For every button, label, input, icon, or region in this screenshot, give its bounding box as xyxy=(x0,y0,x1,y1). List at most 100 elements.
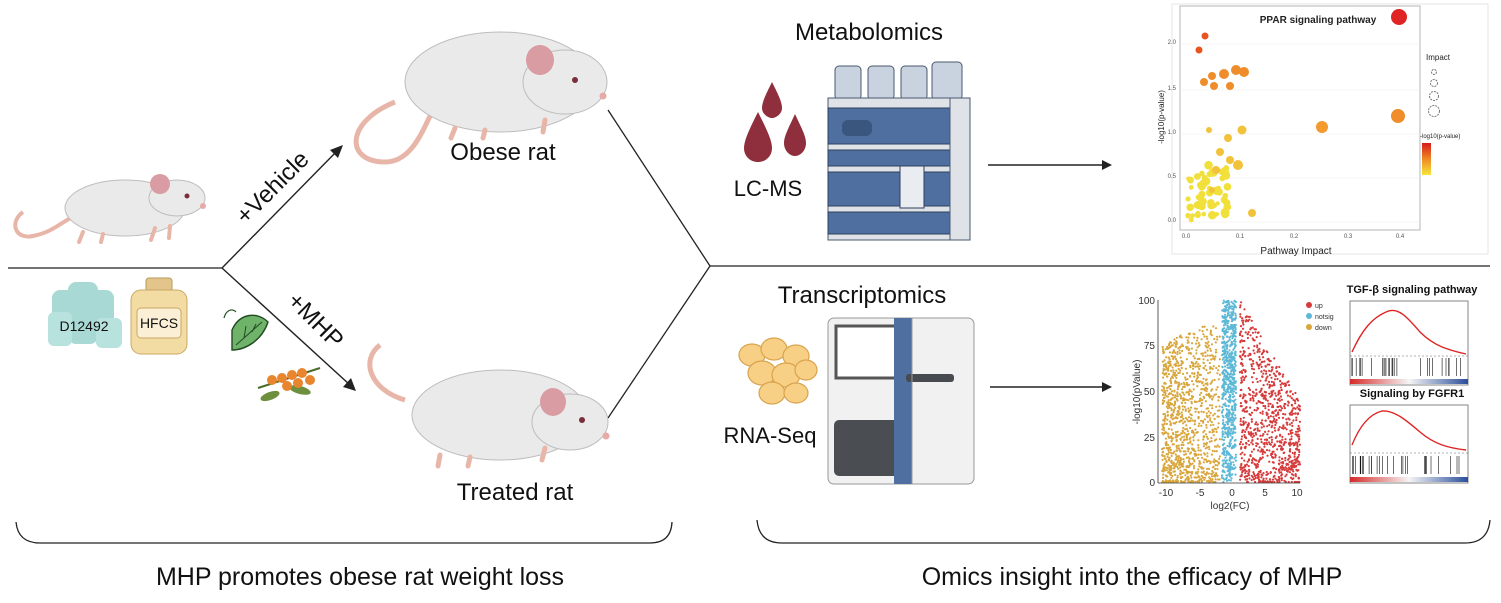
volcano-point xyxy=(1274,420,1277,423)
volcano-point xyxy=(1174,431,1178,434)
bubble-point xyxy=(1224,134,1232,142)
volcano-point xyxy=(1226,303,1229,306)
volcano-point xyxy=(1298,443,1301,446)
volcano-point xyxy=(1167,453,1170,456)
volcano-point xyxy=(1209,371,1212,374)
bubble-point xyxy=(1226,156,1234,164)
volcano-point xyxy=(1206,359,1209,362)
volcano-point xyxy=(1268,373,1271,377)
volcano-point xyxy=(1216,386,1219,389)
bubble-x-ticks: 0.0 0.1 0.2 0.3 0.4 xyxy=(1182,234,1405,240)
volcano-point xyxy=(1262,356,1265,359)
volcano-point xyxy=(1182,398,1185,402)
legend-down-swatch xyxy=(1306,324,1312,330)
volcano-point xyxy=(1267,480,1270,484)
volcano-point xyxy=(1173,373,1176,376)
volcano-point xyxy=(1226,301,1229,304)
volcano-point xyxy=(1190,342,1194,345)
volcano-point xyxy=(1232,311,1235,314)
volcano-point xyxy=(1251,331,1254,334)
volcano-point xyxy=(1256,427,1259,430)
volcano-point xyxy=(1223,392,1226,395)
volcano-point xyxy=(1187,399,1190,402)
volcano-point xyxy=(1265,372,1268,375)
volcano-point xyxy=(1297,433,1300,436)
volcano-point xyxy=(1280,398,1283,401)
volcano-point xyxy=(1244,316,1247,319)
volcano-point xyxy=(1221,414,1224,417)
volcano-point xyxy=(1209,382,1212,385)
volcano-point xyxy=(1230,357,1233,360)
volcano-point xyxy=(1220,474,1224,477)
volcano-point xyxy=(1265,477,1268,480)
volcano-point xyxy=(1202,411,1205,414)
volcano-point xyxy=(1254,459,1257,462)
volcano-point xyxy=(1183,385,1186,388)
volcano-point xyxy=(1276,480,1279,484)
volcano-point xyxy=(1255,466,1258,469)
volcano-point xyxy=(1202,395,1205,398)
volcano-point xyxy=(1163,462,1166,465)
volcano-point xyxy=(1168,472,1172,475)
volcano-point xyxy=(1260,421,1263,424)
legend-up-label: up xyxy=(1315,303,1323,310)
volcano-point xyxy=(1261,412,1264,415)
volcano-point xyxy=(1170,409,1173,412)
volcano-point xyxy=(1268,359,1271,362)
volcano-point xyxy=(1184,433,1187,436)
volcano-point xyxy=(1164,442,1167,445)
volcano-point xyxy=(1176,361,1180,365)
pathway-bubble-plot: PPAR signaling pathway Pathway Impact -l… xyxy=(1157,3,1489,257)
volcano-point xyxy=(1213,427,1217,430)
volcano-point xyxy=(1239,466,1242,469)
volcano-point xyxy=(1271,405,1274,409)
volcano-point xyxy=(1221,358,1224,361)
volcano-point xyxy=(1206,420,1210,423)
volcano-point xyxy=(1240,388,1243,391)
volcano-point xyxy=(1265,470,1268,474)
volcano-point xyxy=(1176,395,1179,398)
volcano-point xyxy=(1161,454,1164,457)
volcano-point xyxy=(1255,402,1258,405)
volcano-point xyxy=(1261,434,1264,437)
volcano-point xyxy=(1170,439,1173,442)
volcano-point xyxy=(1175,444,1178,447)
volcano-point xyxy=(1164,480,1168,483)
volcano-point xyxy=(1168,420,1171,423)
volcano-point xyxy=(1222,302,1225,305)
volcano-point xyxy=(1175,369,1178,372)
volcano-point xyxy=(1261,410,1264,413)
volcano-point xyxy=(1223,436,1227,439)
volcano-point xyxy=(1207,445,1211,448)
volcano-point xyxy=(1197,439,1200,442)
bubble-point xyxy=(1248,209,1256,217)
volcano-point xyxy=(1200,419,1203,422)
volcano-point xyxy=(1170,382,1173,385)
volcano-point xyxy=(1212,357,1215,360)
volcano-point xyxy=(1262,425,1265,428)
volcano-point xyxy=(1192,448,1195,451)
volcano-point xyxy=(1226,352,1229,355)
volcano-point xyxy=(1174,433,1177,436)
volcano-point xyxy=(1221,366,1224,369)
volcano-point xyxy=(1258,459,1261,462)
volcano-point xyxy=(1222,451,1225,454)
volcano-point xyxy=(1162,429,1166,432)
volcano-point xyxy=(1202,438,1205,441)
volcano-point xyxy=(1173,338,1176,341)
volcano-point xyxy=(1166,389,1169,392)
volcano-point xyxy=(1294,441,1298,444)
volcano-point xyxy=(1182,385,1185,389)
volcano-point xyxy=(1281,382,1284,385)
volcano-point xyxy=(1189,406,1193,409)
volcano-point xyxy=(1228,411,1232,414)
rnaseq-label: RNA-Seq xyxy=(724,423,817,448)
volcano-point xyxy=(1288,412,1291,415)
volcano-point xyxy=(1202,377,1205,380)
volcano-point xyxy=(1211,429,1214,432)
volcano-point xyxy=(1239,402,1242,405)
volcano-point xyxy=(1248,470,1251,473)
volcano-point xyxy=(1269,402,1272,405)
volcano-point xyxy=(1163,422,1166,425)
volcano-point xyxy=(1248,315,1251,318)
